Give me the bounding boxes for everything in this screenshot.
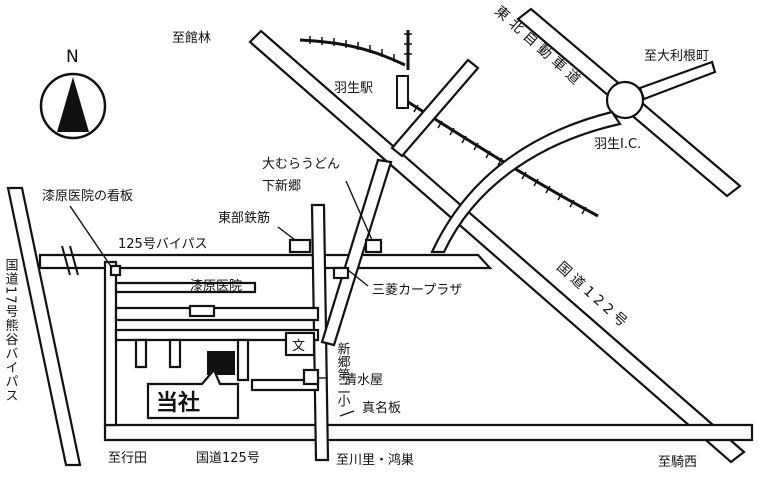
landmark-buildings: 文 [109,238,383,420]
hanyu-ic-interchange [605,80,645,120]
compass-north-label: N [66,47,79,67]
tobu-tekkin-building [288,238,312,254]
west-vertical-road [103,260,118,427]
route17-bypass-road [6,186,82,467]
omura-udon-label: 大むらうどん [262,157,340,172]
mitsubishi-building [332,266,350,280]
mitsubishi-car-plaza-label: 三菱カープラザ [372,283,462,298]
tobu-tekkin-label: 東部鉄筋 [218,210,270,226]
route17-bypass-label: 国道17号熊谷バイパス [3,258,19,403]
omura-udon-building [364,238,383,254]
company-callout-box [146,367,240,420]
route125-bypass-road [38,253,493,270]
shimizuya-building [302,368,320,386]
ic-access-road [430,110,622,254]
road-network [6,7,754,467]
leader-lines [69,180,373,417]
route125-bypass-label: 125号バイパス [118,237,208,252]
oura-spur-road [638,60,717,101]
urushibara-clinic-building [188,304,216,318]
block-stub-1 [134,338,148,369]
dest-kawasato-label: 至川里・鸿巣 [336,452,414,468]
railway-ties [309,33,587,215]
urushibara-clinic-label: 漆原医院 [190,278,242,294]
block-street-2 [114,306,320,322]
company-building [207,351,235,375]
dest-oura-label: 至大利根町 [644,49,709,64]
hanyu-station-label: 羽生駅 [334,81,373,96]
bypass-bridge-mark [61,245,79,276]
block-street-3 [114,328,320,342]
shingo-daini-label: 新郷第二小 [335,341,351,408]
shimizuya-label: 清水屋 [344,373,383,388]
dest-tatebayashi-label: 至館林 [172,31,211,46]
dest-kisai-label: 至騎西 [658,455,697,470]
route122-road [248,29,746,464]
company-label: 当社 [156,390,200,416]
block-stub-3 [236,338,250,382]
urushibara-sign-marker [109,264,122,277]
managita-label: 真名板 [362,400,401,416]
urushibara-sign-label: 漆原医院の看板 [42,188,133,204]
school-symbol-icon: 文 [292,339,305,354]
hanyu-ic-label: 羽生I.C. [594,137,641,152]
compass: N [39,47,107,140]
block-stub-2 [168,338,182,369]
block-street-1 [114,281,257,294]
school-building [284,331,316,357]
hanyu-station-building [396,75,409,109]
omura-diagonal-road [320,158,393,347]
upper-diagonal-road [390,58,480,158]
compass-needle-icon [57,77,89,132]
dest-gyoda-label: 至行田 [108,451,147,466]
block-street-lower [250,378,320,392]
shimoshingo-label: 下新郷 [262,178,301,194]
route125-label: 国道125号 [196,451,260,466]
route125-road [103,423,754,442]
